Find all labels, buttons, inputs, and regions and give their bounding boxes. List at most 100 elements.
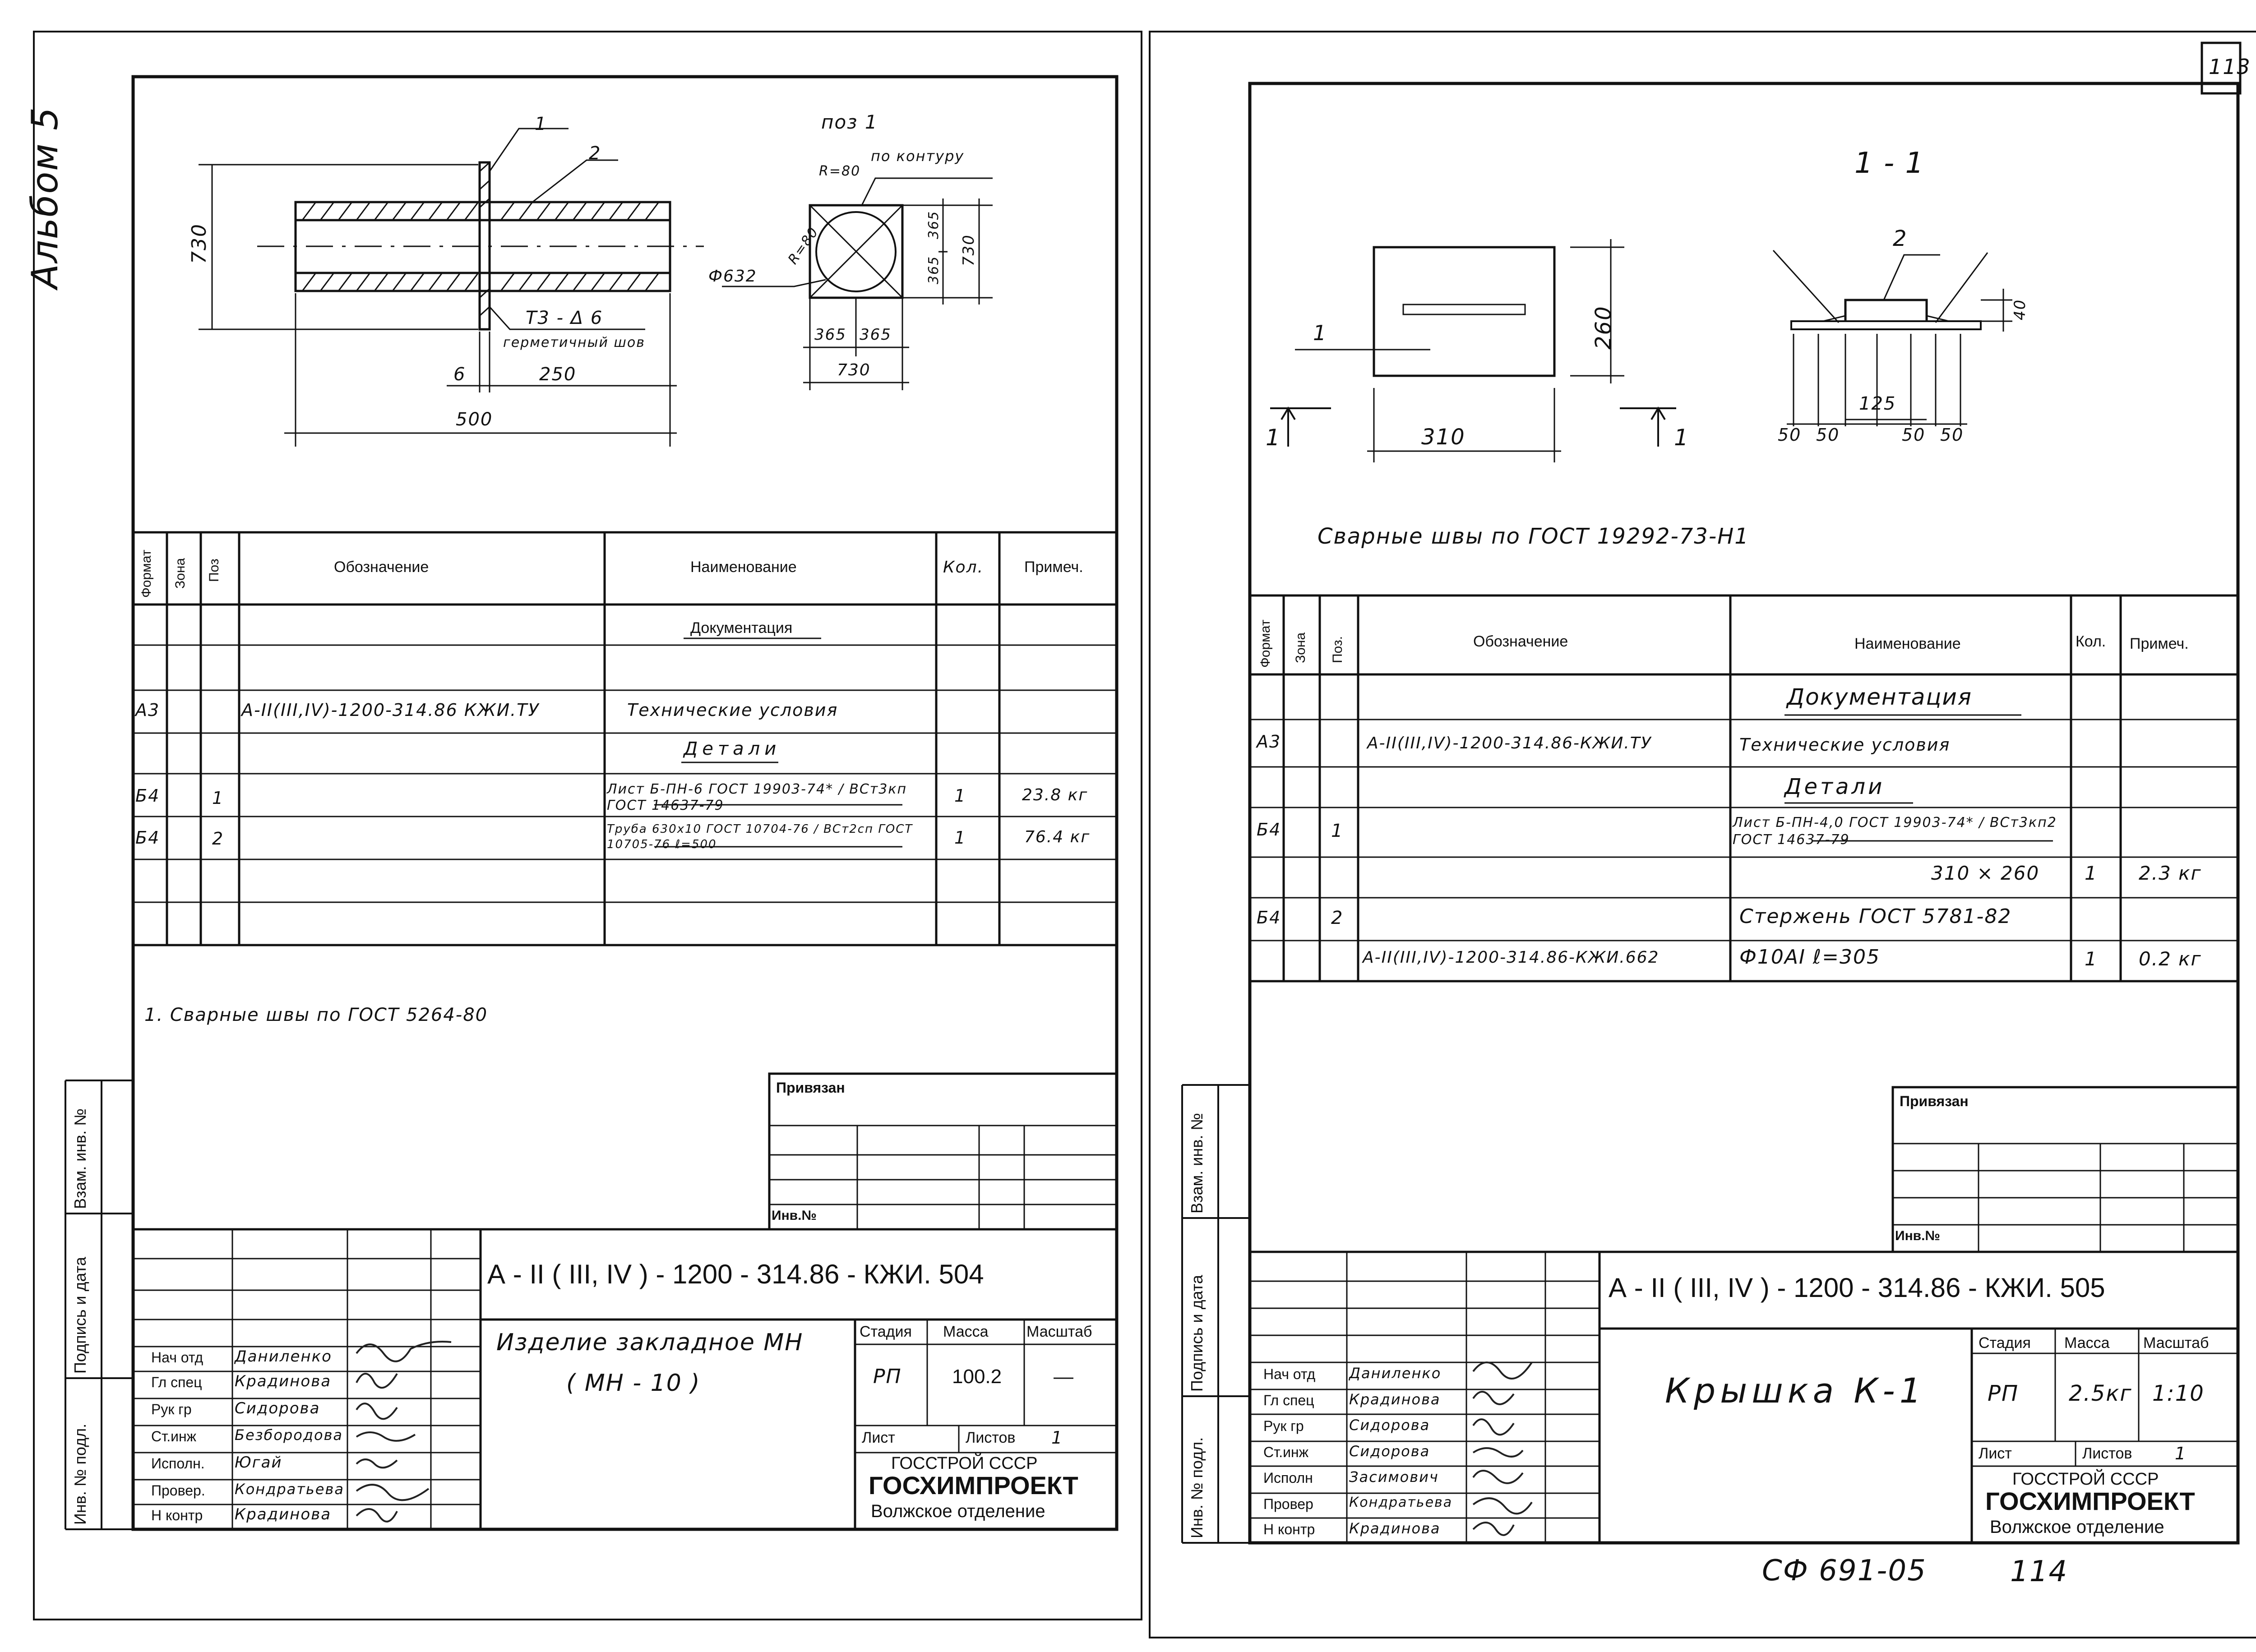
- cut-mark-1a: 1: [1266, 425, 1281, 451]
- lt-r1-designation: А-II(III,IV)-1200-314.86 КЖИ.ТУ: [241, 700, 540, 720]
- rt-r6-designation: А-II(III,IV)-1200-314.86-КЖИ.662: [1363, 948, 1660, 967]
- lt-h-name: Наименование: [690, 558, 797, 576]
- lt-r4-format: Б4: [135, 828, 160, 848]
- left-scale-header: Масштаб: [1026, 1323, 1092, 1340]
- rt-h-pos: Поз.: [1330, 636, 1345, 663]
- right-org2: ГОСХИМПРОЕКТ: [1985, 1487, 2195, 1515]
- rt-r4-qty: 1: [2085, 862, 2098, 884]
- rt-h-format: Формат: [1258, 619, 1273, 668]
- right-staff-name-1: Крадинова: [1349, 1391, 1441, 1408]
- lt-r3-name: Лист Б-ПН-6 ГОСТ 19903-74* / ВСт3кп ГОСТ…: [607, 781, 907, 813]
- page-number-box: [2201, 42, 2242, 95]
- right-staff-name-2: Сидорова: [1349, 1417, 1430, 1434]
- lt-h-pos: Поз: [207, 558, 222, 582]
- left-side-vzam: Взам. инв. №: [71, 1108, 89, 1209]
- left-staff-role-2: Рук гр: [151, 1401, 192, 1417]
- lt-r3-note: 23.8 кг: [1022, 786, 1088, 804]
- dim-50-b: 50: [1816, 425, 1840, 445]
- rt-r1-format: А3: [1257, 732, 1281, 752]
- left-mass-header: Масса: [943, 1323, 989, 1340]
- right-sheet-label: Лист: [1979, 1445, 2012, 1462]
- right-side-stamp: [1181, 1084, 1250, 1544]
- left-stage: РП: [873, 1365, 902, 1388]
- right-callout-1: 1: [1313, 321, 1327, 345]
- bottom-page: 114: [2010, 1555, 2068, 1588]
- album-label: Альбом 5: [24, 106, 66, 289]
- left-spec-table-grid: [133, 531, 1117, 946]
- dim-40: 40: [2011, 299, 2029, 320]
- right-sheet-outline: [1149, 31, 2256, 1638]
- weld-label: Т3 - Δ 6: [526, 308, 603, 328]
- dim-125: 125: [1859, 393, 1896, 414]
- dim-250: 250: [539, 364, 577, 385]
- lt-r1-name: Технические условия: [627, 700, 838, 720]
- left-title: Изделие закладное МН: [496, 1329, 804, 1356]
- callout-2: 2: [589, 143, 601, 164]
- left-mass: 100.2: [952, 1366, 1002, 1388]
- lt-r0-name: Документация: [690, 619, 793, 637]
- left-scale: —: [1054, 1366, 1073, 1388]
- left-staff-name-2: Сидорова: [235, 1399, 320, 1417]
- right-staff-role-0: Нач отд: [1263, 1366, 1316, 1382]
- rt-h-zone: Зона: [1293, 632, 1308, 663]
- lt-r4-pos: 2: [212, 829, 224, 849]
- left-sheets-label: Листов: [966, 1429, 1016, 1446]
- left-side-inv: Инв. № подл.: [71, 1423, 89, 1525]
- right-mass: 2.5кг: [2069, 1381, 2132, 1406]
- right-side-inv: Инв. № подл.: [1188, 1437, 1206, 1538]
- page-number: 113: [2209, 55, 2251, 79]
- right-title-block-grid: [1250, 1086, 2239, 1543]
- right-org1: ГОССТРОЙ СССР: [2012, 1470, 2159, 1489]
- rt-r6-qty: 1: [2085, 948, 2098, 970]
- rt-r6-name: Ф10АI ℓ=305: [1739, 946, 1880, 969]
- right-spec-table-grid: [1250, 594, 2238, 983]
- right-privyazan: Привязан: [1900, 1093, 1969, 1109]
- left-staff-role-6: Н контр: [151, 1507, 203, 1523]
- right-staff-name-4: Засимович: [1349, 1468, 1439, 1486]
- lt-r3-qty: 1: [954, 786, 966, 806]
- left-inner-frame: [131, 75, 1119, 1531]
- lt-r4-name: Труба 630х10 ГОСТ 10704-76 / ВСт2сп ГОСТ…: [607, 822, 913, 851]
- right-stage-header: Стадия: [1979, 1334, 2031, 1352]
- rt-r5-name: Стержень ГОСТ 5781-82: [1739, 905, 2012, 928]
- rt-r2-name: Детали: [1784, 774, 1885, 799]
- dim-6: 6: [453, 364, 466, 385]
- right-staff-name-5: Кондратьева: [1349, 1495, 1453, 1510]
- right-staff-name-6: Крадинова: [1349, 1520, 1441, 1537]
- dim-730-right: 730: [960, 234, 978, 266]
- left-staff-name-4: Югай: [235, 1454, 282, 1472]
- lt-r4-note: 76.4 кг: [1024, 828, 1091, 846]
- rt-r5-pos: 2: [1331, 908, 1344, 928]
- right-staff-role-6: Н контр: [1263, 1521, 1315, 1537]
- left-side-sign: Подпись и дата: [71, 1257, 89, 1374]
- lt-h-zone: Зона: [173, 558, 188, 589]
- rt-r6-note: 0.2 кг: [2139, 948, 2202, 970]
- right-staff-role-3: Ст.инж: [1263, 1444, 1309, 1460]
- cut-mark-1b: 1: [1674, 425, 1689, 451]
- dim-310: 310: [1421, 425, 1465, 450]
- dim-730-bottom: 730: [837, 361, 871, 379]
- lt-h-designation: Обозначение: [334, 558, 429, 576]
- right-doc-code: А - II ( III, IV ) - 1200 - 314.86 - КЖИ…: [1609, 1273, 2105, 1303]
- pipe-drawing: [199, 128, 704, 447]
- left-privyazan: Привязан: [776, 1080, 845, 1096]
- lt-h-note: Примеч.: [1024, 558, 1083, 576]
- rt-r4-name: 310 × 260: [1931, 862, 2040, 884]
- right-inner-frame: [1248, 82, 2240, 1545]
- callout-1: 1: [535, 114, 547, 134]
- rt-h-note: Примеч.: [2130, 635, 2189, 652]
- left-org3: Волжское отделение: [871, 1501, 1045, 1521]
- right-staff-role-2: Рук гр: [1263, 1418, 1304, 1434]
- dim-500: 500: [456, 409, 493, 430]
- right-staff-name-0: Даниленко: [1349, 1365, 1442, 1382]
- right-weld-note: Сварные швы по ГОСТ 19292-73-Н1: [1318, 524, 1749, 549]
- left-staff-name-0: Даниленко: [235, 1347, 332, 1366]
- left-sheet-outline: [33, 31, 1142, 1620]
- right-callout-2: 2: [1893, 226, 1908, 251]
- right-scale: 1:10: [2152, 1381, 2205, 1406]
- left-staff-role-4: Исполн.: [151, 1455, 205, 1472]
- right-inv-no: Инв.№: [1895, 1228, 1940, 1243]
- left-staff-name-3: Безбородова: [235, 1426, 343, 1444]
- rt-r1-name: Технические условия: [1739, 735, 1951, 755]
- lt-h-format: Формат: [139, 549, 154, 598]
